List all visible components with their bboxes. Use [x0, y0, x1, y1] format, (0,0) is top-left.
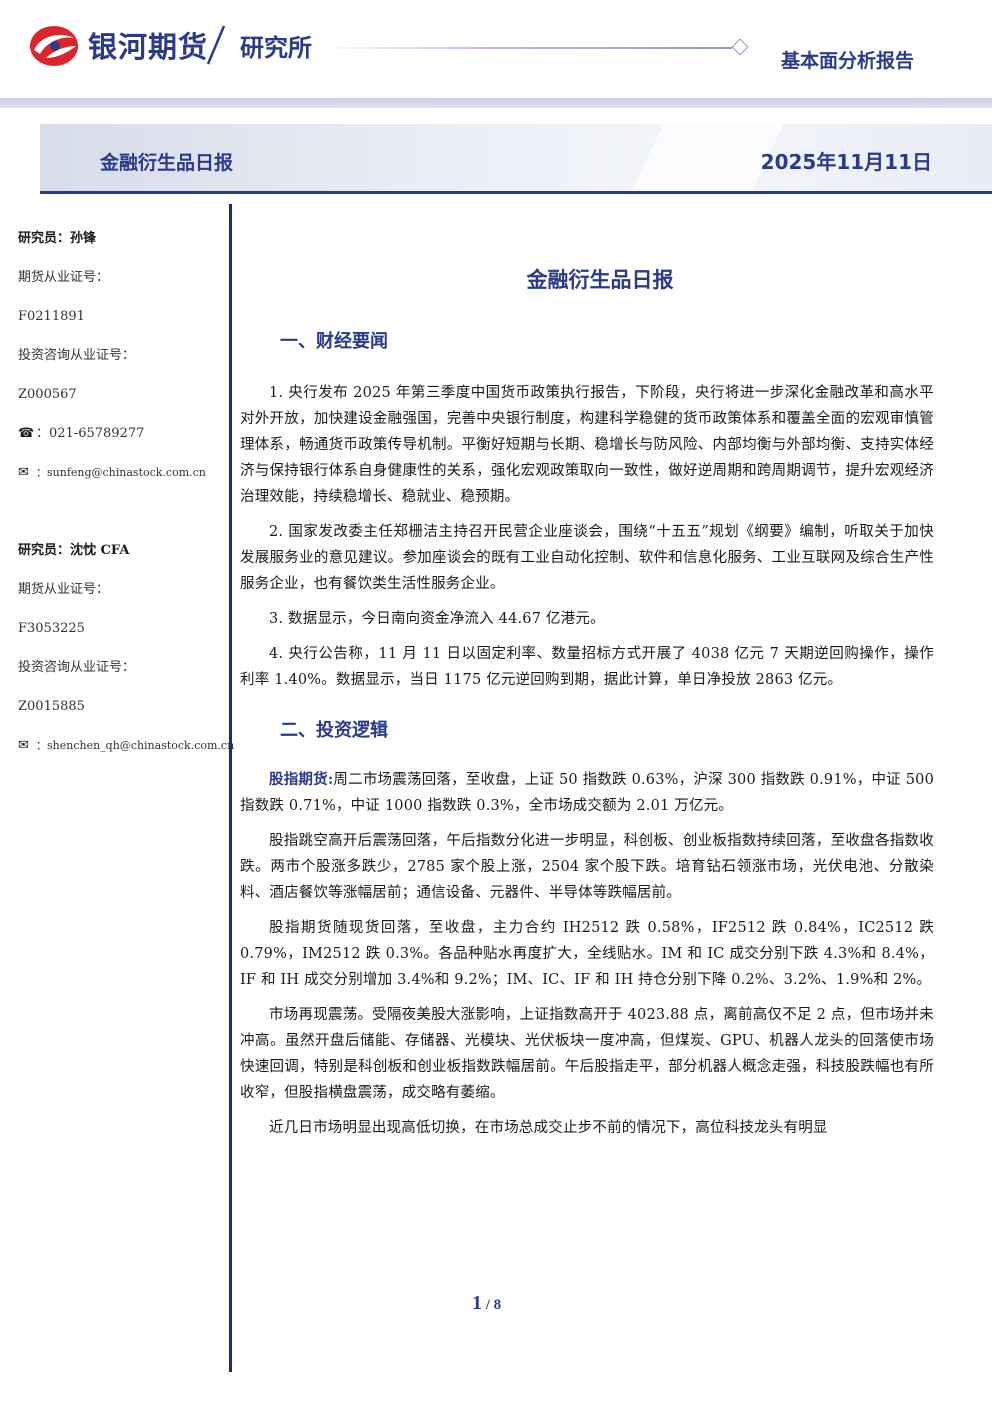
- news-paragraph: 4. 央行公告称，11 月 11 日以固定利率、数量招标方式开展了 4038 亿…: [240, 646, 934, 688]
- phone-line: ☎：021-65789277: [18, 425, 228, 464]
- invest-license-id: Z000567: [18, 387, 77, 402]
- news-paragraph: 1. 央行发布 2025 年第三季度中国货币政策执行报告，下阶段，央行将进一步深…: [240, 385, 934, 505]
- logic-lead-paragraph: 股指期货:周二市场震荡回落，至收盘，上证 50 指数跌 0.63%，沪深 300…: [240, 767, 934, 819]
- email-address[interactable]: ：shenchen_qh@chinastock.com.cn: [36, 739, 235, 752]
- invest-license-label: 投资咨询从业证号：: [18, 348, 136, 363]
- logic-paragraph: 市场再现震荡。受隔夜美股大涨影响，上证指数高开于 4023.88 点，离前高仅不…: [240, 1007, 934, 1101]
- current-page: 1: [472, 1292, 482, 1314]
- band-title: 金融衍生品日报: [100, 152, 234, 174]
- analyst-name: 研究员：孙锋: [18, 231, 97, 246]
- logic-paragraph: 股指期货随现货回落，至收盘，主力合约 IH2512 跌 0.58%，IF2512…: [240, 920, 934, 988]
- lead-text: 周二市场震荡回落，至收盘，上证 50 指数跌 0.63%，沪深 300 指数跌 …: [240, 772, 934, 814]
- phone-icon: ☎: [18, 426, 35, 441]
- phone-number: ：021-65789277: [36, 426, 145, 441]
- diamond-icon: [731, 38, 749, 56]
- email-address[interactable]: ：sunfeng@chinastock.com.cn: [36, 466, 206, 479]
- mail-icon: ✉: [18, 465, 29, 480]
- sidebar-divider: [229, 204, 232, 1372]
- report-body: 金融衍生品日报 一、财经要闻 1. 央行发布 2025 年第三季度中国货币政策执…: [240, 262, 934, 1141]
- department-name: 研究所: [240, 34, 312, 62]
- logic-paragraph: 近几日市场明显出现高低切换，在市场总成交止步不前的情况下，高位科技龙头有明显: [269, 1120, 828, 1136]
- report-date: 2025年11月11日: [760, 150, 932, 174]
- logic-paragraph: 股指跳空高开后震荡回落，午后指数分化进一步明显，科创板、创业板指数持续回落，至收…: [240, 833, 934, 901]
- brand-name: 银河期货: [88, 30, 209, 64]
- document-title: 金融衍生品日报: [526, 268, 674, 292]
- invest-license-label: 投资咨询从业证号：: [18, 660, 136, 675]
- galaxy-logo-icon: [30, 26, 78, 66]
- email-line: ✉ ：sunfeng@chinastock.com.cn: [18, 464, 228, 542]
- page-separator: /: [482, 1297, 494, 1313]
- mail-icon: ✉: [18, 738, 29, 753]
- futures-license-id: F0211891: [18, 309, 85, 324]
- news-paragraph: 2. 国家发改委主任郑栅洁主持召开民营企业座谈会，围绕“十五五”规划《纲要》编制…: [240, 524, 934, 592]
- page-number: 1 / 8: [472, 1292, 501, 1315]
- total-pages: 8: [493, 1297, 502, 1313]
- futures-license-label: 期货从业证号：: [18, 582, 110, 597]
- section-title-logic: 二、投资逻辑: [280, 720, 388, 741]
- lead-label: 股指期货:: [269, 771, 334, 788]
- slash-divider-icon: [206, 25, 226, 65]
- futures-license-label: 期货从业证号：: [18, 270, 110, 285]
- news-paragraph: 3. 数据显示，今日南向资金净流入 44.67 亿港元。: [269, 611, 605, 627]
- invest-license-id: Z0015885: [18, 699, 85, 714]
- header-rule: [322, 47, 732, 49]
- analyst-name: 研究员：沈忱 CFA: [18, 543, 130, 558]
- report-type: 基本面分析报告: [780, 50, 914, 72]
- futures-license-id: F3053225: [18, 621, 85, 636]
- section-title-news: 一、财经要闻: [280, 331, 388, 352]
- title-band: 金融衍生品日报 2025年11月11日: [40, 124, 992, 194]
- header-band: [0, 98, 992, 108]
- email-line: ✉ ：shenchen_qh@chinastock.com.cn: [18, 737, 234, 776]
- analyst-sidebar: 研究员：孙锋 期货从业证号： F0211891 投资咨询从业证号： Z00056…: [18, 230, 234, 776]
